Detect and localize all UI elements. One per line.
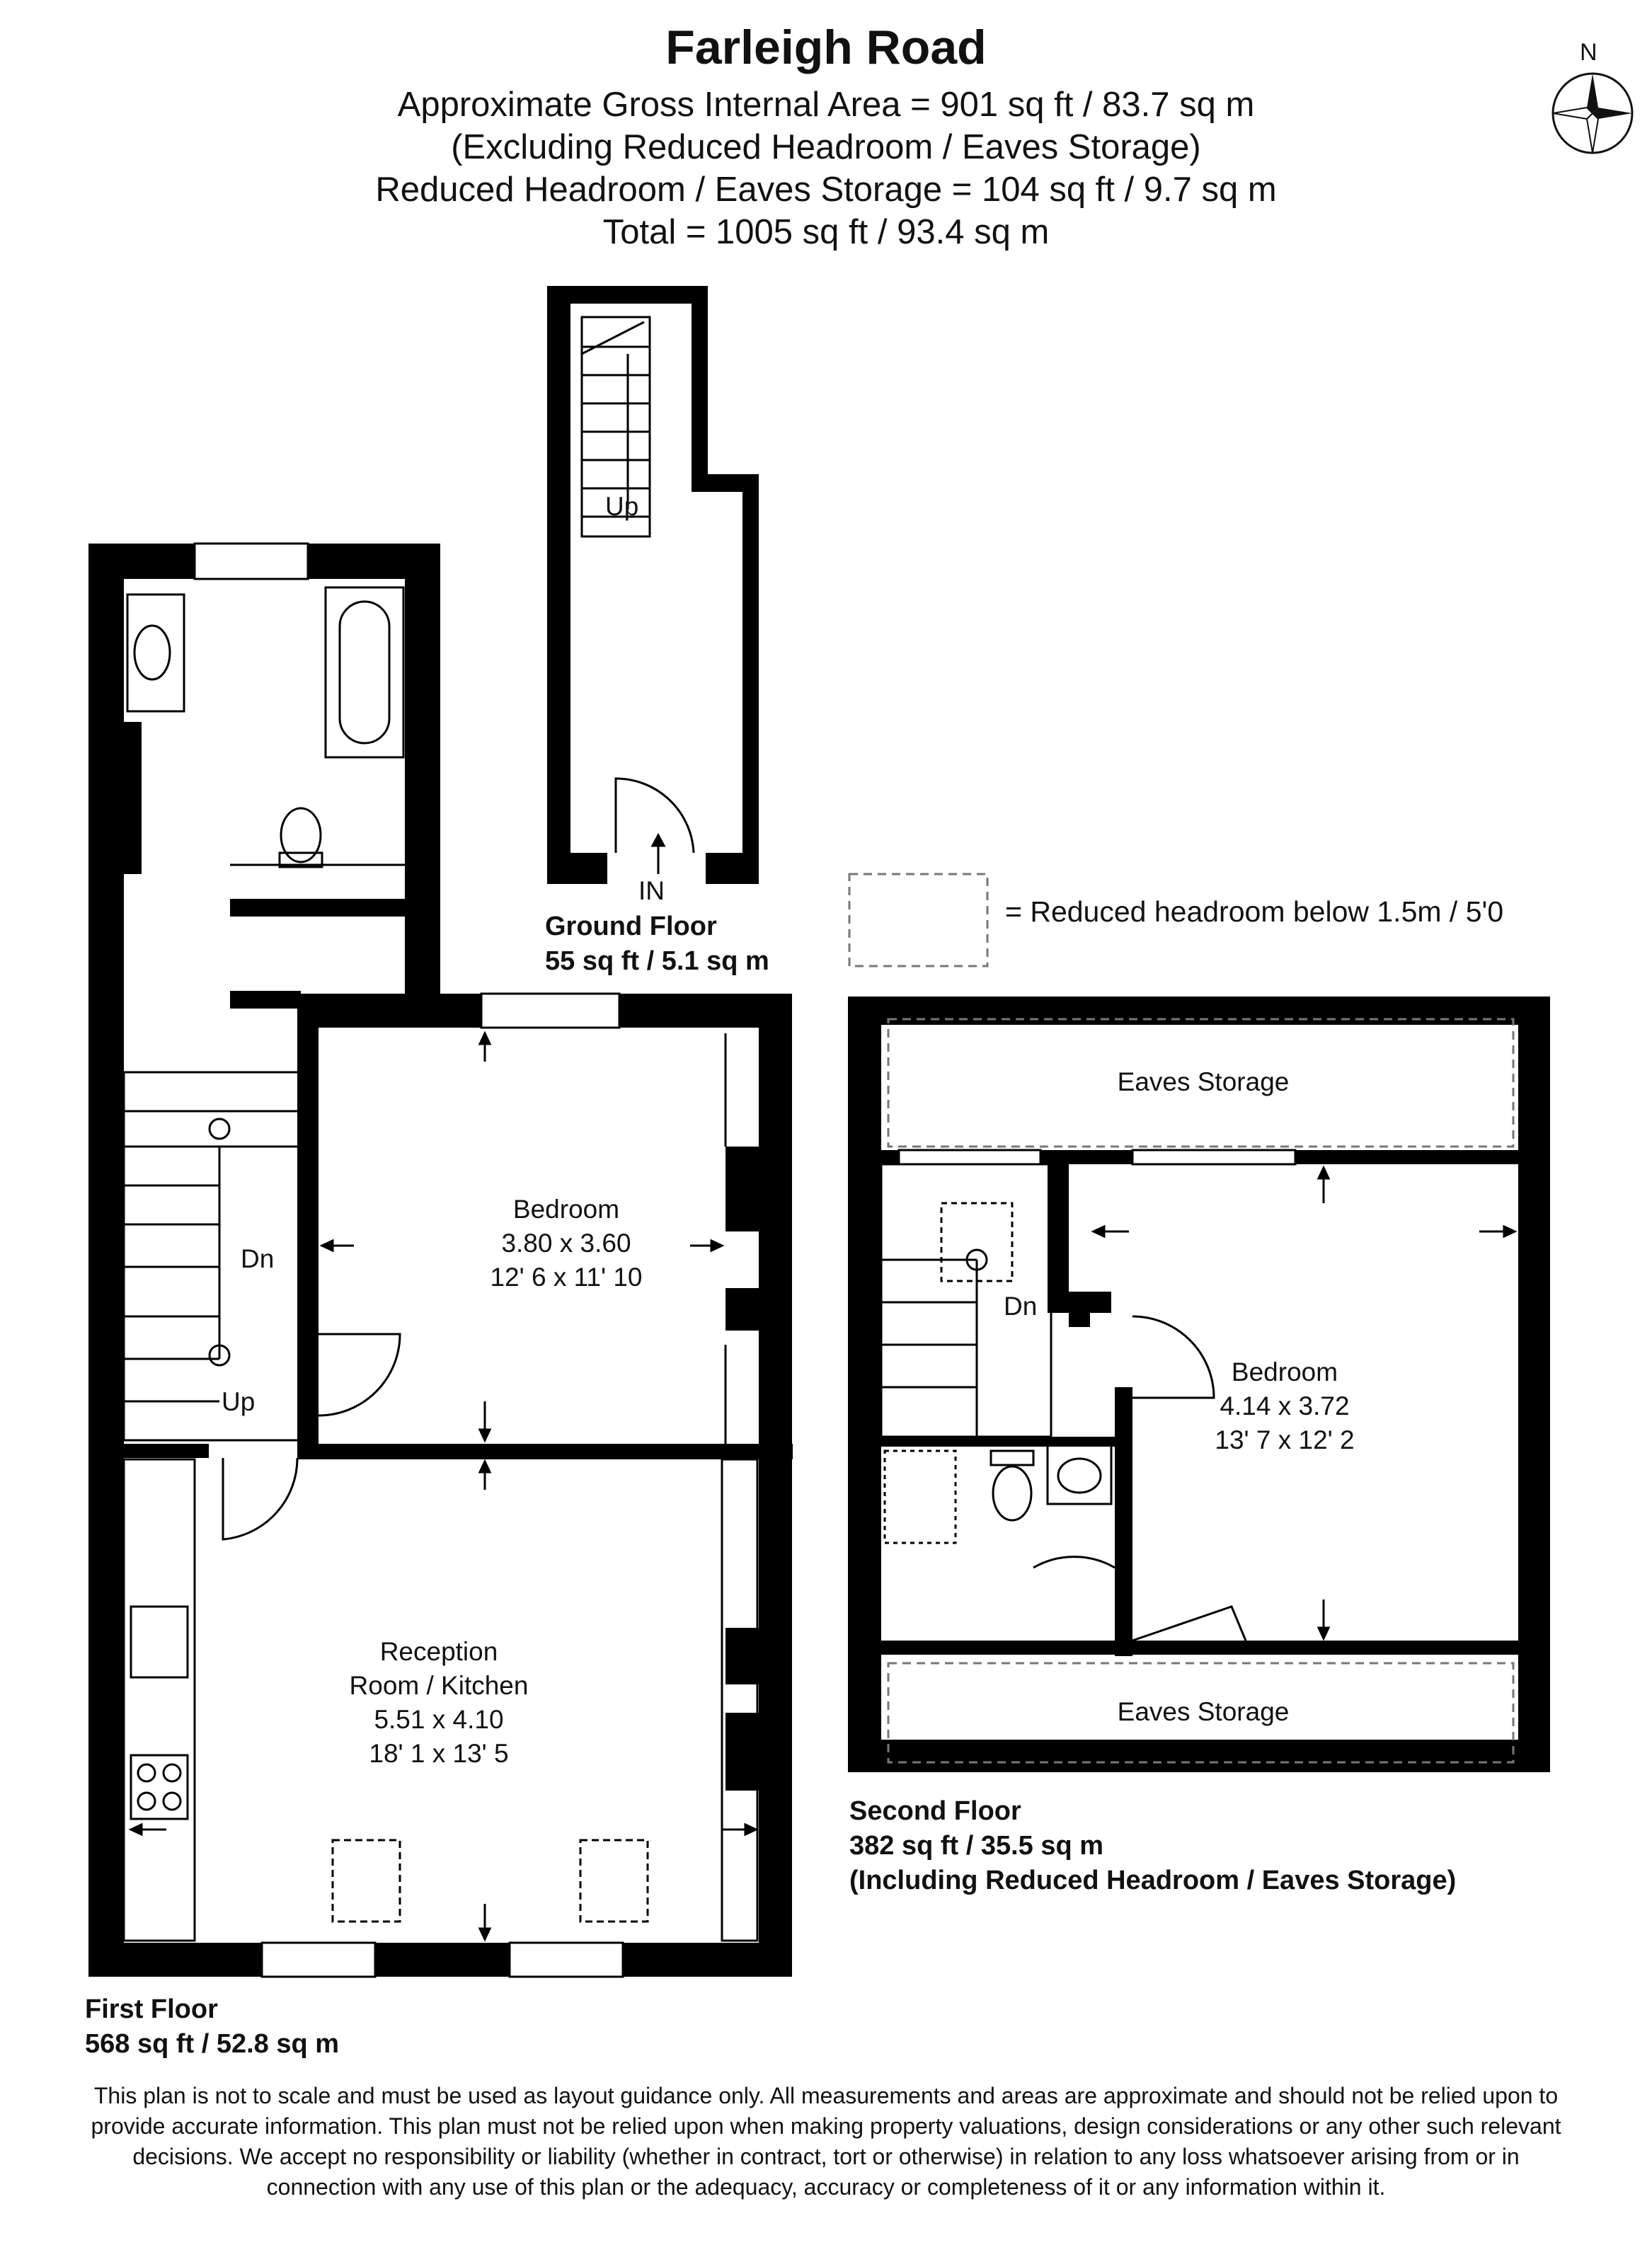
disclaimer: This plan is not to scale and must be us… [21, 2081, 1631, 2203]
first-floor-up-label: Up [222, 1387, 256, 1416]
bedroom-metric: 3.80 x 3.60 [501, 1229, 631, 1258]
eaves-storage-top: Eaves Storage [1117, 1067, 1290, 1096]
disclaimer-line-3: decisions. We accept no responsibility o… [132, 2144, 1520, 2169]
ground-floor-walls [547, 286, 759, 884]
ground-floor-label: Ground Floor 55 sq ft / 5.1 sq m [545, 909, 769, 979]
ground-floor-area: 55 sq ft / 5.1 sq m [545, 946, 769, 976]
disclaimer-line-1: This plan is not to scale and must be us… [93, 2083, 1559, 2108]
second-floor-dn-label: Dn [1004, 1292, 1038, 1321]
ground-floor-name: Ground Floor [545, 912, 717, 941]
bedroom-name: Bedroom [512, 1195, 620, 1224]
legend-dashed-box [848, 873, 989, 967]
ground-floor-up-label: Up [605, 492, 639, 521]
bedroom-imperial: 12' 6 x 11' 10 [490, 1263, 643, 1292]
first-floor-bedroom: Bedroom 3.80 x 3.60 12' 6 x 11' 10 [425, 1193, 708, 1294]
excluding-note-line: (Excluding Reduced Headroom / Eaves Stor… [451, 128, 1201, 166]
second-floor-area: 382 sq ft / 35.5 sq m [849, 1831, 1104, 1861]
gross-area-line: Approximate Gross Internal Area = 901 sq… [397, 86, 1255, 124]
entrance-label: IN [638, 876, 665, 905]
compass-star-icon [1551, 72, 1634, 154]
eaves-area-line: Reduced Headroom / Eaves Storage = 104 s… [375, 171, 1277, 209]
first-floor-label: First Floor 568 sq ft / 52.8 sq m [85, 1992, 339, 2062]
plan-title: Farleigh Road [665, 21, 987, 74]
bedroom-name: Bedroom [1231, 1357, 1338, 1386]
reception-imperial: 18' 1 x 13' 5 [369, 1739, 509, 1768]
second-floor-name: Second Floor [849, 1796, 1021, 1826]
eaves-storage-bottom: Eaves Storage [1117, 1697, 1290, 1726]
reception-name-2: Room / Kitchen [349, 1671, 529, 1700]
windows [193, 542, 1297, 1978]
total-area-line: Total = 1005 sq ft / 93.4 sq m [602, 213, 1050, 251]
second-floor-bedroom: Bedroom 4.14 x 3.72 13' 7 x 12' 2 [1143, 1355, 1426, 1457]
reception-metric: 5.51 x 4.10 [374, 1705, 504, 1734]
first-floor-dn-label: Dn [241, 1244, 275, 1273]
north-label: N [1580, 39, 1597, 66]
bedroom-imperial: 13' 7 x 12' 2 [1215, 1425, 1355, 1454]
legend-text: = Reduced headroom below 1.5m / 5'0 [1005, 895, 1504, 928]
reception-name-1: Reception [379, 1637, 498, 1666]
first-floor-name: First Floor [85, 1994, 218, 2024]
fixtures [122, 316, 1247, 1942]
dimension-arrows [128, 832, 1518, 1942]
second-floor-note: (Including Reduced Headroom / Eaves Stor… [849, 1866, 1457, 1895]
reduced-headroom-areas [848, 873, 1515, 1764]
bedroom-metric: 4.14 x 3.72 [1220, 1391, 1350, 1420]
disclaimer-line-2: provide accurate information. This plan … [91, 2113, 1561, 2139]
first-floor-area: 568 sq ft / 52.8 sq m [85, 2029, 340, 2059]
reception-room: Reception Room / Kitchen 5.51 x 4.10 18'… [297, 1635, 580, 1771]
disclaimer-line-4: connection with any use of this plan or … [266, 2174, 1386, 2200]
second-floor-label: Second Floor 382 sq ft / 35.5 sq m (Incl… [849, 1794, 1456, 1898]
